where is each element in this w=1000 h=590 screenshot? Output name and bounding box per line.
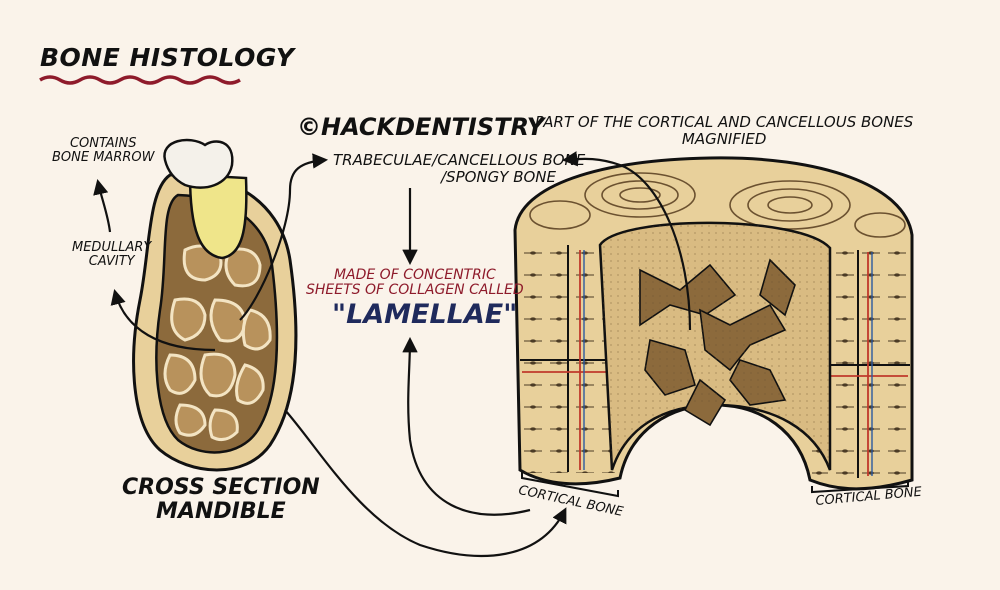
title-underline — [39, 75, 241, 85]
label-line: CONTAINS — [69, 136, 137, 151]
label-contains-bone-marrow: CONTAINS BONE MARROW — [52, 136, 155, 166]
mandible-cross-section — [132, 138, 298, 472]
arrow-to-medullary — [110, 289, 216, 352]
label-line: CAVITY — [88, 254, 135, 270]
label-line: /SPONGY BONE — [441, 167, 556, 186]
magnified-bone-block — [513, 156, 914, 491]
label-lamellae: "LAMELLAE" — [332, 299, 518, 330]
label-line: TRABECULAE/CANCELLOUS BONE — [333, 151, 586, 169]
label-line: BONE MARROW — [52, 150, 155, 166]
label-magnified: PART OF THE CORTICAL AND CANCELLOUS BONE… — [535, 114, 913, 147]
credit-handle: ©HACKDENTISTRY — [297, 113, 545, 141]
label-line: CROSS SECTION — [122, 475, 320, 500]
label-line: MEDULLARY — [72, 240, 152, 255]
label-made-of: MADE OF CONCENTRIC SHEETS OF COLLAGEN CA… — [306, 267, 524, 299]
arrow-block-to-trabeculae — [561, 151, 692, 331]
arrow-cortical-to-lamellae — [402, 336, 531, 516]
page-title: BONE HISTOLOGY — [40, 43, 295, 72]
arrow-to-bone-marrow — [93, 178, 112, 233]
label-line: MADE OF CONCENTRIC — [333, 267, 496, 283]
label-line: MAGNIFIED — [681, 129, 767, 148]
label-trabeculae: TRABECULAE/CANCELLOUS BONE /SPONGY BONE — [333, 152, 585, 185]
label-line: SHEETS OF COLLAGEN CALLED — [306, 282, 524, 299]
label-line: PART OF THE CORTICAL AND CANCELLOUS BONE… — [535, 113, 914, 131]
label-cross-section: CROSS SECTION MANDIBLE — [122, 475, 320, 525]
cortical-brackets — [521, 472, 909, 498]
arrow-mandible-to-trabeculae — [239, 153, 329, 321]
label-line: MANDIBLE — [156, 499, 286, 525]
arrow-mandible-to-cortical — [284, 409, 567, 558]
label-medullary-cavity: MEDULLARY CAVITY — [72, 240, 152, 270]
